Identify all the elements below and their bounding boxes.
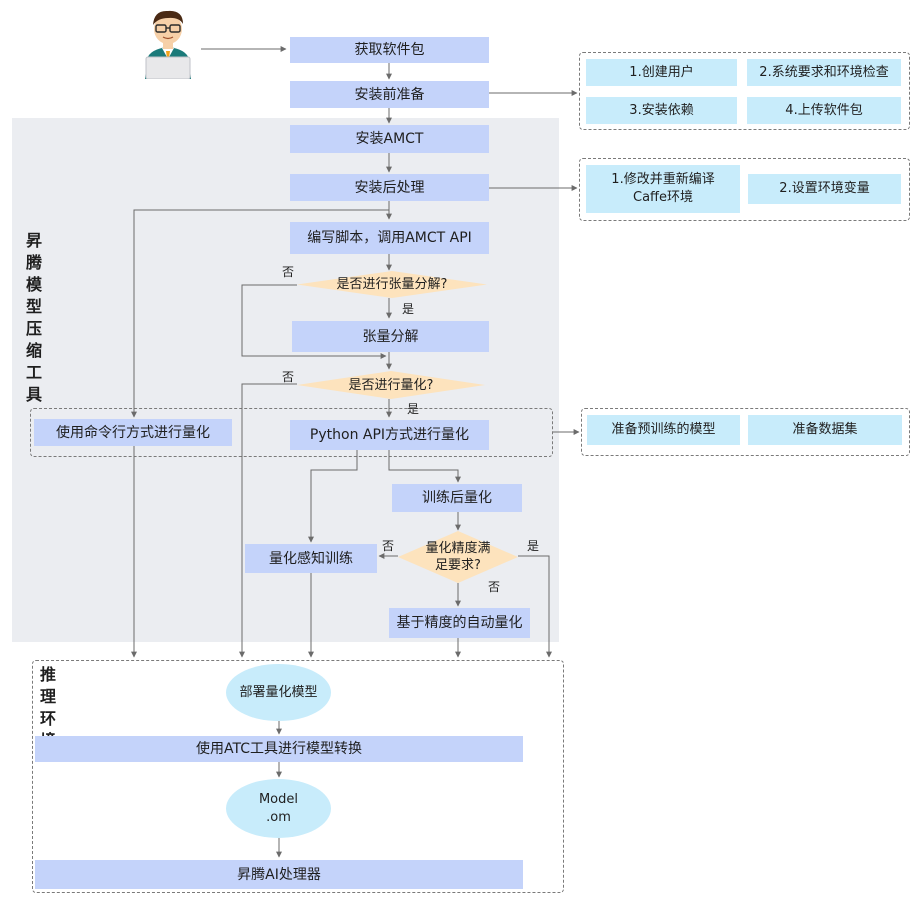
pre-install-step: 安装前准备 bbox=[290, 81, 489, 108]
get-package-step: 获取软件包 bbox=[290, 37, 489, 63]
task-upload-package: 4.上传软件包 bbox=[747, 97, 901, 124]
tensor-no-label: 否 bbox=[282, 265, 295, 279]
accuracy-requirement-decision: 量化精度满 足要求? bbox=[398, 531, 518, 583]
task-recompile-caffe: 1.修改并重新编译 Caffe环境 bbox=[586, 165, 740, 213]
install-amct-step: 安装AMCT bbox=[290, 125, 489, 153]
edge-quant-no bbox=[239, 383, 297, 658]
post-install-tasks-group bbox=[579, 158, 910, 221]
accuracy-no-left-label: 否 bbox=[382, 539, 395, 553]
post-install-step: 安装后处理 bbox=[290, 174, 489, 201]
model-om-node: Model .om bbox=[226, 779, 331, 838]
accuracy-no-below-label: 否 bbox=[488, 580, 501, 594]
task-install-deps: 3.安装依赖 bbox=[586, 97, 737, 124]
quant-prep-tasks-group bbox=[581, 408, 910, 456]
task-set-env-vars: 2.设置环境变量 bbox=[748, 174, 901, 204]
task-prepare-dataset: 准备数据集 bbox=[748, 415, 902, 445]
quantization-aware-training-step: 量化感知训练 bbox=[245, 544, 377, 573]
accuracy-yes-label: 是 bbox=[527, 539, 540, 553]
tensor-yes-label: 是 bbox=[402, 302, 415, 316]
quant-method-group bbox=[30, 408, 553, 457]
edge-python-to-ptq bbox=[388, 450, 461, 483]
edge-python-to-qat bbox=[308, 450, 358, 543]
python-api-quantization-step: Python API方式进行量化 bbox=[290, 420, 489, 450]
tensor-decomposition-decision-label: 是否进行张量分解? bbox=[336, 277, 448, 292]
quant-yes-label: 是 bbox=[407, 402, 420, 416]
quant-no-label: 否 bbox=[282, 370, 295, 384]
edge-postinstall-to-cli bbox=[131, 209, 389, 418]
atc-model-conversion-step: 使用ATC工具进行模型转换 bbox=[35, 736, 523, 762]
cli-quantization-step: 使用命令行方式进行量化 bbox=[34, 419, 232, 446]
quantization-decision: 是否进行量化? bbox=[297, 371, 485, 399]
task-prepare-pretrained-model: 准备预训练的模型 bbox=[587, 415, 740, 445]
user-at-laptop-icon bbox=[137, 5, 199, 80]
deploy-quantized-model-node: 部署量化模型 bbox=[226, 664, 331, 721]
accuracy-requirement-decision-label: 量化精度满 足要求? bbox=[425, 541, 491, 573]
model-compression-tool-label: 昇腾模型压缩工具 bbox=[26, 231, 43, 404]
pre-install-tasks-group bbox=[579, 52, 910, 130]
write-script-step: 编写脚本，调用AMCT API bbox=[290, 222, 489, 254]
ascend-ai-processor-step: 昇腾AI处理器 bbox=[35, 860, 523, 889]
tensor-decomposition-step: 张量分解 bbox=[292, 321, 489, 352]
post-training-quantization-step: 训练后量化 bbox=[392, 484, 522, 512]
edge-accuracy-yes bbox=[518, 555, 552, 658]
task-create-user: 1.创建用户 bbox=[586, 59, 737, 86]
edge-tensor-no bbox=[241, 284, 387, 359]
inference-environment-region bbox=[32, 660, 564, 893]
tensor-decomposition-decision: 是否进行张量分解? bbox=[297, 271, 487, 298]
quantization-decision-label: 是否进行量化? bbox=[348, 377, 434, 393]
task-system-check: 2.系统要求和环境检查 bbox=[747, 59, 901, 86]
accuracy-based-auto-quantization-step: 基于精度的自动量化 bbox=[389, 608, 530, 638]
